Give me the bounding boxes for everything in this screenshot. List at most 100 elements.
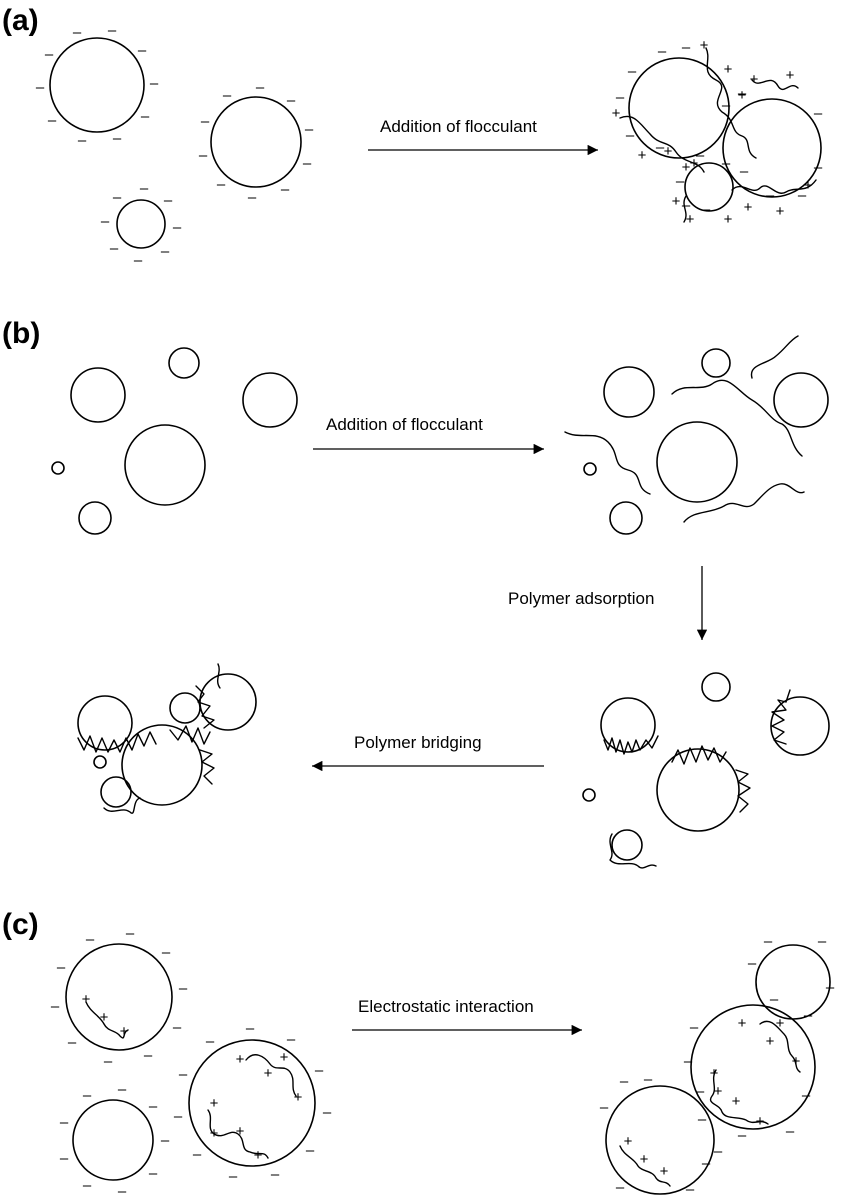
adsorbed-polymer bbox=[771, 689, 791, 745]
adsorbed-polymer bbox=[609, 833, 657, 869]
negative-charge: – bbox=[281, 181, 290, 198]
negative-charge: – bbox=[740, 163, 749, 180]
negative-charge: – bbox=[83, 1087, 92, 1104]
particle bbox=[65, 943, 173, 1051]
cationic-polymer bbox=[619, 1145, 671, 1187]
negative-charge: – bbox=[702, 1155, 711, 1172]
positive-charge: + bbox=[700, 37, 709, 54]
negative-charge: – bbox=[206, 1033, 215, 1050]
particle bbox=[78, 501, 112, 535]
positive-charge: + bbox=[638, 147, 647, 164]
negative-charge: – bbox=[786, 1123, 795, 1140]
negative-charge: – bbox=[179, 1066, 188, 1083]
particles-b-adsorbed bbox=[582, 672, 830, 869]
negative-charge: – bbox=[600, 1099, 609, 1116]
negative-charge: – bbox=[144, 1047, 153, 1064]
negative-charge: – bbox=[246, 1020, 255, 1037]
particle bbox=[70, 367, 126, 423]
negative-charge: – bbox=[287, 1031, 296, 1048]
panel-b: (b) Addition of flocculant Polymer adsor… bbox=[2, 317, 830, 869]
particle bbox=[701, 672, 731, 702]
particle bbox=[121, 724, 203, 806]
negative-charge: – bbox=[798, 187, 807, 204]
negative-charge: – bbox=[682, 39, 691, 56]
particle bbox=[656, 421, 738, 503]
adsorbed-polymer bbox=[671, 745, 727, 765]
positive-charge: + bbox=[236, 1123, 245, 1140]
negative-charge: – bbox=[161, 243, 170, 260]
positive-charge: + bbox=[776, 203, 785, 220]
negative-charge: – bbox=[287, 92, 296, 109]
positive-charge: + bbox=[640, 1151, 649, 1168]
positive-charge: + bbox=[664, 143, 673, 160]
particle bbox=[49, 37, 145, 133]
particle bbox=[603, 366, 655, 418]
negative-charge: – bbox=[682, 197, 691, 214]
negative-charge: – bbox=[315, 1062, 324, 1079]
step-label-polymer-adsorption: Polymer adsorption bbox=[508, 589, 654, 608]
bridging-polymer bbox=[195, 685, 215, 729]
cationic-polymer bbox=[709, 1069, 769, 1125]
negative-charge: – bbox=[814, 105, 823, 122]
floc-c-after bbox=[605, 944, 831, 1195]
particle bbox=[210, 96, 302, 188]
particle bbox=[701, 348, 731, 378]
positive-charge: + bbox=[100, 1009, 109, 1026]
particle bbox=[628, 57, 730, 159]
negative-charge: – bbox=[104, 1053, 113, 1070]
negative-charge: – bbox=[748, 955, 757, 972]
floc-b-bridged bbox=[77, 663, 257, 814]
negative-charge: – bbox=[141, 108, 150, 125]
particles-b-dispersed bbox=[51, 347, 298, 535]
charges-c-after: ––––––––––––––––––––+++++++++++ bbox=[600, 933, 835, 1198]
positive-charge: + bbox=[264, 1065, 273, 1082]
particle bbox=[684, 162, 734, 212]
negative-charge: – bbox=[118, 1183, 127, 1199]
negative-charge: – bbox=[86, 931, 95, 948]
positive-charge: + bbox=[690, 155, 699, 172]
negative-charge: – bbox=[48, 112, 57, 129]
positive-charge: + bbox=[766, 1033, 775, 1050]
positive-charge: + bbox=[682, 159, 691, 176]
cationic-polymer bbox=[759, 1020, 801, 1073]
negative-charge: – bbox=[60, 1150, 69, 1167]
negative-charge: – bbox=[644, 1071, 653, 1088]
positive-charge: + bbox=[82, 991, 91, 1008]
negative-charge: – bbox=[271, 1166, 280, 1183]
panel-b-label: (b) bbox=[2, 317, 40, 350]
negative-charge: – bbox=[174, 1108, 183, 1125]
particle bbox=[583, 462, 597, 476]
particle bbox=[755, 944, 831, 1020]
cationic-polymer bbox=[245, 1054, 297, 1097]
particle bbox=[116, 199, 166, 249]
negative-charge: – bbox=[149, 1165, 158, 1182]
positive-charge: + bbox=[660, 1163, 669, 1180]
negative-charge: – bbox=[696, 147, 705, 164]
negative-charge: – bbox=[126, 925, 135, 942]
positive-charge: + bbox=[756, 1113, 765, 1130]
positive-charge: + bbox=[750, 71, 759, 88]
negative-charge: – bbox=[223, 87, 232, 104]
particle bbox=[582, 788, 596, 802]
particle bbox=[690, 1004, 816, 1130]
negative-charge: – bbox=[164, 192, 173, 209]
polymer-chain bbox=[731, 179, 817, 194]
positive-charge: + bbox=[280, 1049, 289, 1066]
particle bbox=[722, 98, 822, 198]
particle bbox=[169, 692, 201, 724]
polymer-chain bbox=[683, 483, 805, 523]
negative-charge: – bbox=[57, 959, 66, 976]
negative-charge: – bbox=[149, 1098, 158, 1115]
particle bbox=[600, 697, 656, 753]
positive-charge: + bbox=[732, 1093, 741, 1110]
negative-charge: – bbox=[702, 201, 711, 218]
negative-charge: – bbox=[686, 1181, 695, 1198]
negative-charge: – bbox=[36, 79, 45, 96]
particle bbox=[93, 755, 107, 769]
positive-charge: + bbox=[804, 177, 813, 194]
negative-charge: – bbox=[804, 1007, 813, 1024]
negative-charge: – bbox=[118, 1081, 127, 1098]
polymer-chain bbox=[750, 335, 799, 379]
polymer-chain bbox=[683, 195, 687, 223]
